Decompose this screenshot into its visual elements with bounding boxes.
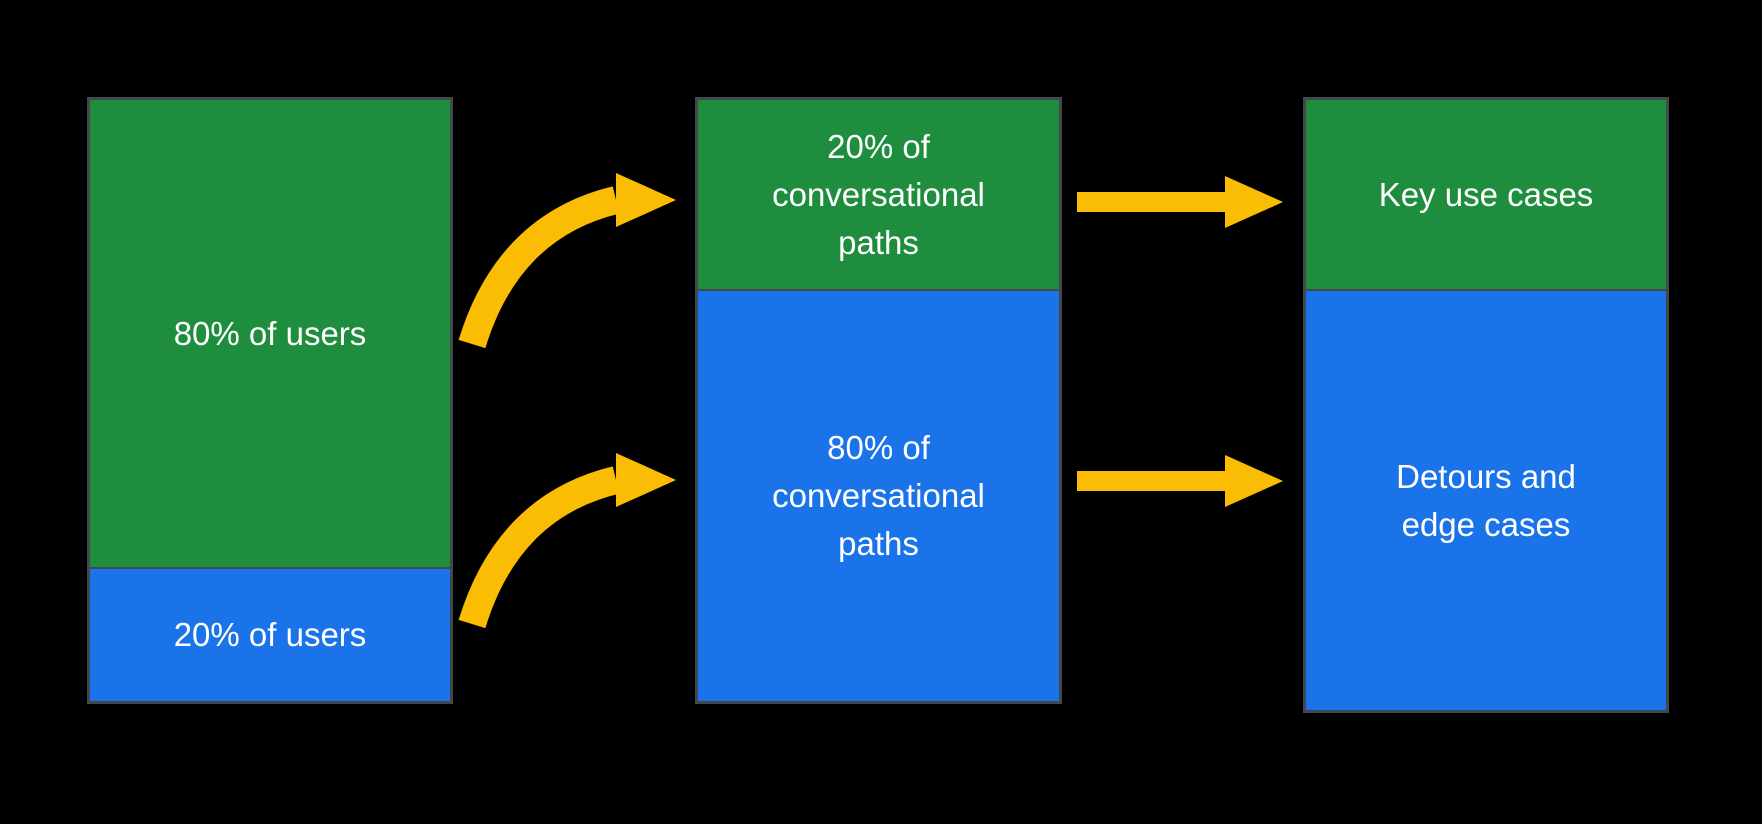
users-80-segment: 80% of users [90, 100, 450, 567]
paths-80-segment: 80% of conversational paths [698, 289, 1059, 701]
key-use-cases-label: Key use cases [1378, 175, 1594, 213]
curved-arrow-bottom-icon [458, 453, 676, 629]
detours-edge-cases-label: Detours and edge cases [1396, 457, 1576, 543]
users-20-label: 20% of users [173, 616, 367, 653]
paths-20-segment: 20% of conversational paths [698, 100, 1059, 289]
users-80-label: 80% of users [173, 314, 367, 352]
straight-arrow-top-icon [1077, 176, 1283, 228]
curved-arrow-top-icon [458, 173, 676, 349]
users-20-segment: 20% of users [90, 567, 450, 701]
paths-20-label: 20% of conversational paths [772, 127, 985, 261]
users-column: 80% of users 20% of users [87, 97, 453, 704]
detours-edge-cases-segment: Detours and edge cases [1306, 289, 1666, 710]
straight-arrow-bottom-icon [1077, 455, 1283, 507]
key-use-cases-segment: Key use cases [1306, 100, 1666, 289]
paths-80-label: 80% of conversational paths [772, 429, 985, 562]
cases-column: Key use cases Detours and edge cases [1303, 97, 1669, 713]
paths-column: 20% of conversational paths 80% of conve… [695, 97, 1062, 704]
